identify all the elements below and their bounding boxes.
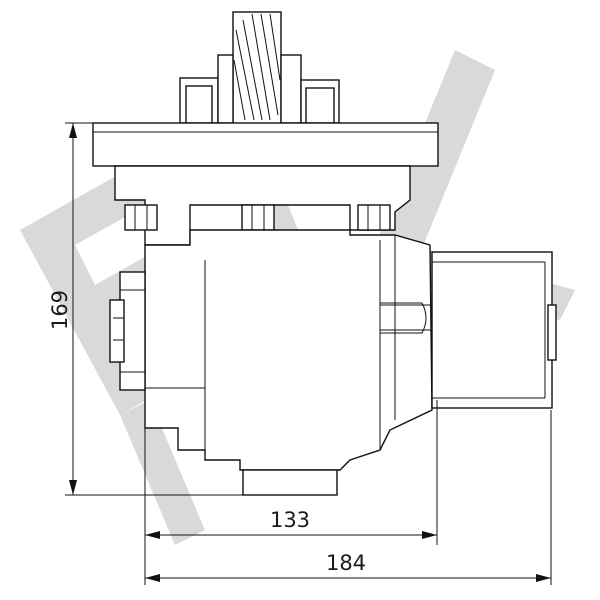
dimension-label-133: 133 xyxy=(270,508,310,532)
motor-cylinder xyxy=(431,251,557,409)
left-coupling xyxy=(109,271,146,391)
dimension-height: 169 xyxy=(48,122,243,496)
dimension-label-184: 184 xyxy=(326,551,366,575)
main-body xyxy=(144,229,433,471)
mounting-plate xyxy=(92,122,439,167)
dimension-label-169: 169 xyxy=(48,290,72,330)
upper-housing xyxy=(114,165,411,246)
bottom-flange xyxy=(242,469,338,496)
top-brackets xyxy=(179,54,340,124)
gear-shaft xyxy=(232,11,282,125)
dimension-width-inner: 133 xyxy=(144,400,438,585)
dimension-width-outer: 184 xyxy=(145,410,552,585)
